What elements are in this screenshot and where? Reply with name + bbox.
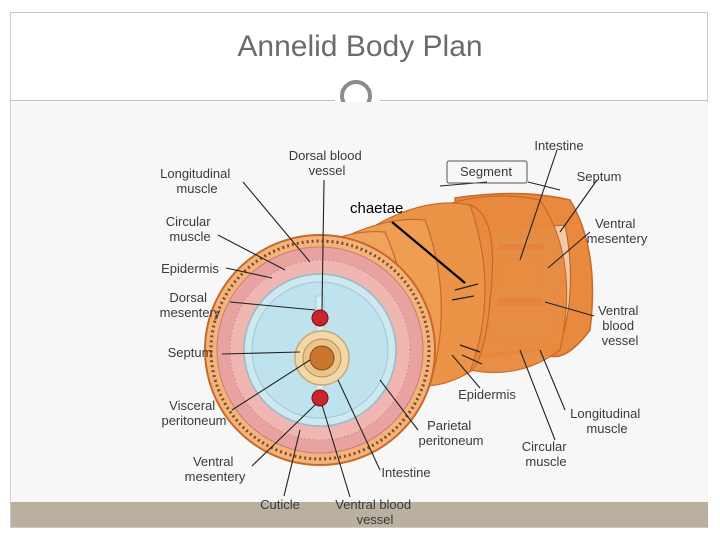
ventral-vessel — [311, 389, 329, 407]
label-circular-muscle-left: Circular muscle — [166, 214, 214, 244]
diagram-labels: Longitudinal muscle Dorsal blood vessel … — [160, 138, 648, 527]
segment-bracket — [446, 160, 528, 184]
label-longitudinal-muscle-right: Longitudinal muscle — [570, 406, 644, 436]
label-intestine-top: Intestine — [534, 138, 583, 153]
label-visceral-peritoneum: Visceral peritoneum — [161, 398, 226, 428]
cross-section — [204, 234, 436, 466]
label-cuticle: Cuticle — [260, 497, 300, 512]
label-septum-right: Septum — [577, 169, 622, 184]
label-circular-muscle-right: Circular muscle — [522, 439, 570, 469]
dorsal-vessel — [311, 309, 329, 327]
label-ventral-blood-vessel-right: Ventral blood vessel — [598, 303, 642, 348]
label-epidermis-left: Epidermis — [161, 261, 219, 276]
label-intestine-bottom: Intestine — [381, 465, 430, 480]
label-longitudinal-muscle-left: Longitudinal muscle — [160, 166, 234, 196]
chaetae-bristles — [451, 283, 483, 365]
label-epidermis-bottom: Epidermis — [458, 387, 516, 402]
label-ventral-mesentery-right: Ventral mesentery — [587, 216, 648, 246]
label-segment: Segment — [460, 164, 512, 179]
cuticle-ring — [209, 239, 431, 461]
leader-lines — [217, 149, 598, 498]
bottom-bar — [11, 502, 708, 527]
label-parietal-peritoneum: Parietal peritoneum — [418, 418, 483, 448]
label-ventral-blood-vessel-bottom: Ventral blood vessel — [335, 497, 415, 527]
label-dorsal-blood-vessel: Dorsal blood vessel — [289, 148, 366, 178]
label-ventral-mesentery-left: Ventral mesentery — [185, 454, 246, 484]
label-septum-left: Septum — [168, 345, 213, 360]
title-divider-left — [11, 100, 335, 101]
label-dorsal-mesentery: Dorsal mesentery — [160, 290, 221, 320]
chaetae-pointer — [391, 221, 466, 284]
chaetae-annotation: chaetae — [350, 200, 403, 217]
slide-title: Annelid Body Plan — [237, 30, 483, 63]
title-divider-right — [380, 100, 708, 101]
